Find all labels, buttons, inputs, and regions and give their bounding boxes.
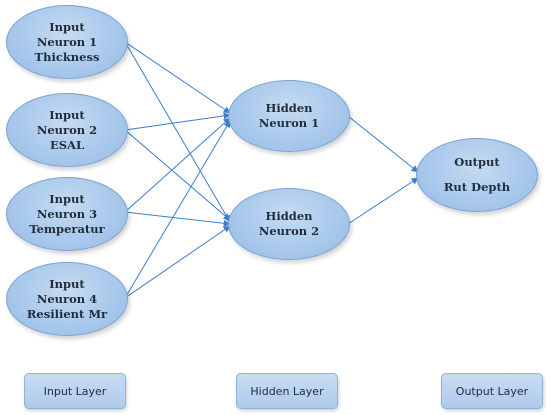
input-neuron-4-line-3: Resilient Mr [26, 306, 108, 321]
input-neuron-3-line-1: Input [49, 191, 85, 206]
hidden-neuron-2: Hidden Neuron 2 [228, 188, 350, 260]
input-neuron-2-line-3: ESAL [49, 137, 85, 152]
input-neuron-1: Input Neuron 1 Thickness [6, 5, 128, 79]
edge-hidden2-output [347, 177, 419, 225]
edge-input1-hidden1 [124, 41, 231, 114]
input-neuron-2: Input Neuron 2 ESAL [6, 93, 128, 167]
output-neuron-line-2: Rut Depth [443, 180, 511, 194]
edge-input3-hidden2 [124, 211, 231, 227]
edge-input2-hidden2 [124, 129, 231, 221]
edge-hidden1-output [347, 115, 419, 173]
edge-input2-hidden1 [124, 112, 231, 131]
input-neuron-3: Input Neuron 3 Temperatur [6, 177, 128, 251]
hidden-neuron-2-line-1: Hidden [265, 209, 313, 223]
input-neuron-1-line-2: Neuron 1 [36, 34, 98, 49]
legend-output-layer: Output Layer [441, 373, 543, 409]
edge-input4-hidden1 [124, 120, 231, 299]
input-neuron-1-line-3: Thickness [34, 49, 100, 64]
output-neuron-line-1: Output [454, 155, 500, 169]
input-neuron-2-line-2: Neuron 2 [36, 122, 98, 137]
input-neuron-4: Input Neuron 4 Resilient Mr [6, 262, 128, 336]
input-neuron-4-line-1: Input [49, 276, 85, 291]
output-neuron: Output Rut Depth [416, 138, 538, 212]
input-neuron-1-line-1: Input [49, 19, 85, 34]
input-neuron-3-line-3: Temperatur [29, 221, 105, 236]
legend-input-layer: Input Layer [24, 373, 126, 409]
edge-input4-hidden2 [124, 225, 231, 299]
hidden-neuron-1-line-2: Neuron 1 [258, 116, 320, 130]
legend-hidden-layer: Hidden Layer [236, 373, 338, 409]
input-neuron-4-line-2: Neuron 4 [36, 291, 98, 306]
hidden-neuron-2-line-2: Neuron 2 [258, 224, 320, 238]
edge-input1-hidden2 [124, 41, 231, 223]
edge-input3-hidden1 [124, 117, 231, 213]
hidden-neuron-1-line-1: Hidden [265, 101, 313, 115]
input-neuron-3-line-2: Neuron 3 [36, 206, 98, 221]
hidden-neuron-1: Hidden Neuron 1 [228, 80, 350, 152]
input-neuron-2-line-1: Input [49, 107, 85, 122]
